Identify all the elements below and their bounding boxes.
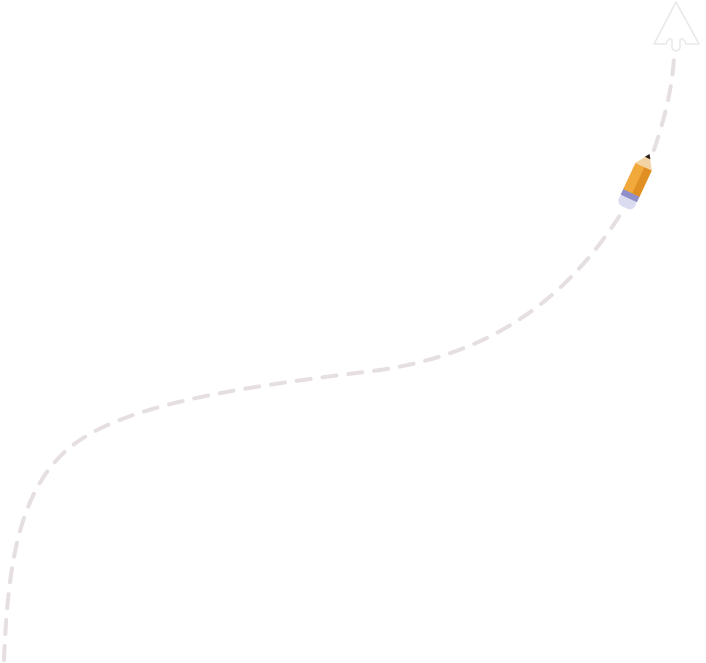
pencil-icon: [618, 153, 652, 210]
dashed-path: [2, 56, 676, 662]
upload-arrow-icon: [653, 1, 700, 52]
